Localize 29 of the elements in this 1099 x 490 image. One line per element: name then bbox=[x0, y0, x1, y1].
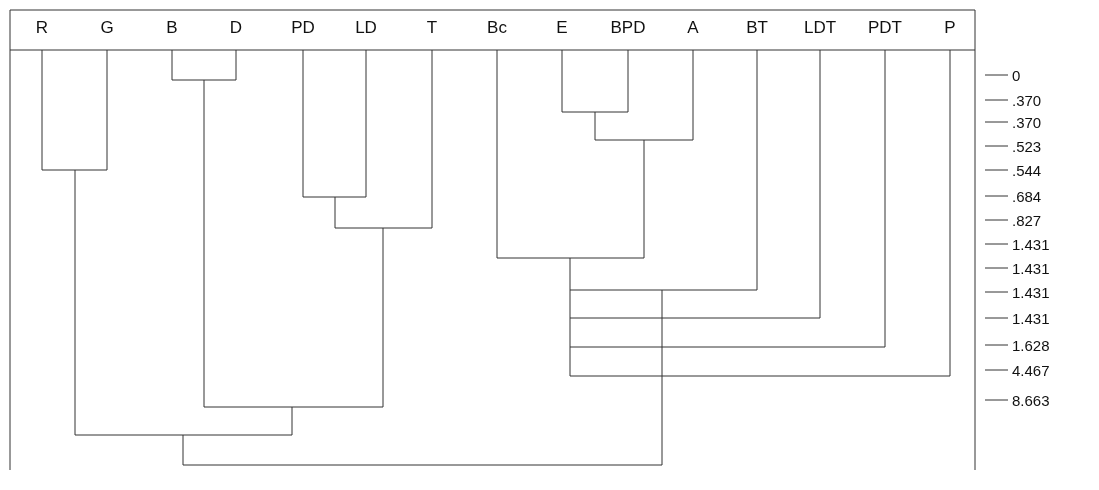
scale-value: .523 bbox=[1012, 137, 1042, 155]
leaf-label: BT bbox=[746, 18, 768, 38]
leaf-label: BPD bbox=[610, 18, 646, 38]
leaf-label: D bbox=[229, 18, 243, 38]
scale-value: .544 bbox=[1012, 161, 1042, 179]
scale-value: .827 bbox=[1012, 211, 1042, 229]
scale-value: 0 bbox=[1012, 66, 1021, 84]
scale-value: 1.431 bbox=[1012, 309, 1050, 327]
scale-value: .370 bbox=[1012, 91, 1042, 109]
leaf-label: A bbox=[687, 18, 699, 38]
leaf-label: PDT bbox=[868, 18, 902, 38]
scale-value: 8.663 bbox=[1012, 391, 1050, 409]
scale-value: 4.467 bbox=[1012, 361, 1050, 379]
leaf-label: LDT bbox=[803, 18, 837, 38]
leaf-label: P bbox=[944, 18, 956, 38]
leaf-label: PD bbox=[291, 18, 315, 38]
leaf-label: LD bbox=[355, 18, 377, 38]
scale-value: 1.628 bbox=[1012, 336, 1050, 354]
leaf-label: R bbox=[35, 18, 49, 38]
scale-value: .370 bbox=[1012, 113, 1042, 131]
leaf-label: Bc bbox=[487, 18, 507, 38]
leaf-label: G bbox=[100, 18, 114, 38]
scale-value: 1.431 bbox=[1012, 259, 1050, 277]
leaf-label: B bbox=[166, 18, 178, 38]
scale-value: 1.431 bbox=[1012, 283, 1050, 301]
leaf-label: E bbox=[556, 18, 568, 38]
scale-value: 1.431 bbox=[1012, 235, 1050, 253]
leaf-label: T bbox=[426, 18, 438, 38]
scale-value: .684 bbox=[1012, 187, 1042, 205]
